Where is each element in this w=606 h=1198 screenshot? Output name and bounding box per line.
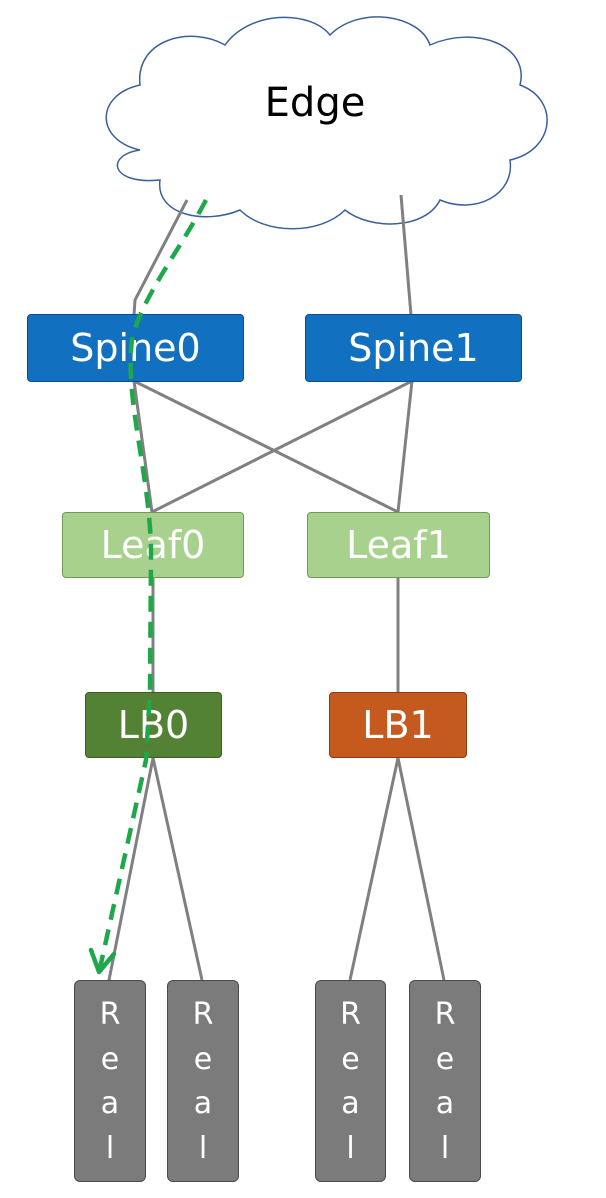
lb0-node: LB0 xyxy=(85,692,222,758)
spine1-node: Spine1 xyxy=(305,314,522,382)
link-spine1-leaf1 xyxy=(396,380,414,513)
real-letter: e xyxy=(193,1041,213,1077)
real-letter: e xyxy=(341,1041,360,1077)
real-server-2: R e a l xyxy=(315,980,386,1182)
real-server-0: R e a l xyxy=(74,980,146,1182)
real-letter: a xyxy=(100,1086,120,1122)
spine0-node: Spine0 xyxy=(27,314,244,382)
edge-cloud xyxy=(105,16,548,230)
leaf0-node: Leaf0 xyxy=(62,512,244,578)
real-letter: a xyxy=(435,1086,455,1122)
real-letter: e xyxy=(100,1041,120,1077)
link-lb0-real0 xyxy=(107,757,155,981)
link-lb0-real1 xyxy=(151,757,204,981)
link-spine1-leaf0 xyxy=(151,379,413,514)
leaf1-node: Leaf1 xyxy=(307,512,490,578)
edge-label: Edge xyxy=(264,80,366,126)
real-letter: R xyxy=(340,997,361,1033)
real-letter: a xyxy=(193,1086,213,1122)
real-server-3: R e a l xyxy=(409,980,481,1182)
real-letter: l xyxy=(198,1130,208,1166)
link-lb1-real2 xyxy=(348,757,400,981)
link-spine0-leaf0 xyxy=(132,380,154,513)
links xyxy=(107,194,446,981)
real-server-1: R e a l xyxy=(167,980,239,1182)
link-edge-spine0 xyxy=(132,199,189,316)
lb1-node: LB1 xyxy=(329,692,467,758)
real-letter: l xyxy=(105,1130,115,1166)
link-edge-spine1 xyxy=(399,194,413,316)
link-lb1-real3 xyxy=(396,757,446,981)
real-letter: R xyxy=(99,997,121,1033)
real-letter: l xyxy=(440,1130,450,1166)
real-letter: l xyxy=(346,1130,355,1166)
real-letter: R xyxy=(192,997,214,1033)
real-letter: R xyxy=(434,997,456,1033)
real-letter: e xyxy=(435,1041,455,1077)
link-spine0-leaf1 xyxy=(133,379,399,514)
real-letter: a xyxy=(341,1086,360,1122)
